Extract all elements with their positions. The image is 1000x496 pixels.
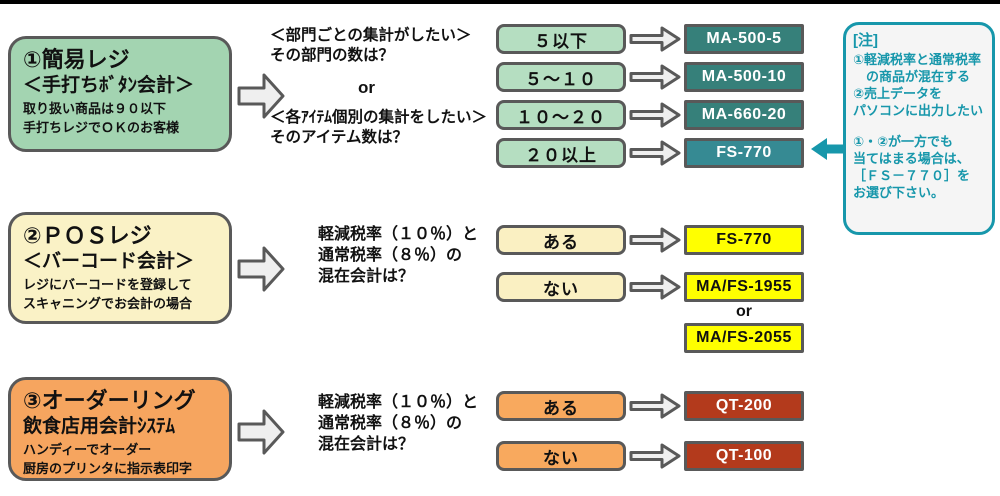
category-desc-line: 取り扱い商品は９０以下 [23,101,167,116]
note-line: 当てはまる場合は、 [853,151,970,166]
model-box: MA/FS-1955 [684,272,804,302]
option-box: ない [496,272,626,302]
category-subtitle: ＜手打ちﾎﾞﾀﾝ会計＞ [23,75,195,96]
question-line: 混在会計は？ [318,268,415,285]
or-label: or [736,303,752,320]
category-title: ①簡易レジ [23,47,130,72]
category-desc-line: スキャニングでお会計の場合 [23,296,193,311]
option-box: ２０以上 [496,138,626,168]
category-subtitle: ＜バーコード会計＞ [23,251,195,272]
category-desc-line: レジにバーコードを登録して [23,277,192,292]
question-line: ＜各ｱｲﾃﾑ個別の集計をしたい＞ [270,109,488,126]
category-desc-line: 手打ちレジでＯＫのお客様 [23,120,180,135]
question-line: 軽減税率（１０％）と [318,394,479,411]
note-pointer-icon [810,136,846,162]
category-title: ②ＰＯＳレジ [23,223,152,248]
category-box-pos-register: ②ＰＯＳレジ ＜バーコード会計＞ レジにバーコードを登録して スキャニングでお会… [8,212,232,324]
model-box: MA-500-5 [684,24,804,54]
question-block: 軽減税率（１０％）と 通常税率（８％）の 混在会計は？ [318,224,538,287]
flow-arrow-icon [237,243,285,295]
note-title: [注] [853,32,878,49]
note-line: の商品が混在する [853,69,971,84]
flow-arrow-icon [237,70,285,122]
flow-arrow-icon [237,406,285,458]
question-block: 軽減税率（１０％）と 通常税率（８％）の 混在会計は？ [318,392,538,455]
question-line: 軽減税率（１０％）と [318,226,479,243]
category-title: ③オーダーリング [23,388,196,413]
branch-arrow-icon [629,101,681,129]
note-line: お選び下さい。 [853,185,945,200]
note-line: ［ＦＳ－７７０］を [853,168,971,183]
note-line: ②売上データを [853,86,943,101]
category-desc-line: ハンディーでオーダー [23,442,152,457]
branch-arrow-icon [629,442,681,470]
model-box: QT-200 [684,391,804,421]
option-box: ある [496,225,626,255]
model-box: MA-660-20 [684,100,804,130]
question-line: ＜部門ごとの集計がしたい＞ [270,27,472,44]
question-line: その部門の数は？ [270,47,395,64]
option-box: ５以下 [496,24,626,54]
option-box: １０～２０ [496,100,626,130]
branch-arrow-icon [629,25,681,53]
model-box: MA-500-10 [684,62,804,92]
category-desc-line: 厨房のプリンタに指示表印字 [23,461,193,476]
branch-arrow-icon [629,139,681,167]
model-box: QT-100 [684,441,804,471]
option-box: ある [496,391,626,421]
question-line: 通常税率（８％）の [318,247,463,264]
question-line: 通常税率（８％）の [318,415,463,432]
note-line: パソコンに出力したい [853,103,984,118]
top-border-bar [0,0,1000,4]
model-box: FS-770 [684,225,804,255]
category-box-simple-register: ①簡易レジ ＜手打ちﾎﾞﾀﾝ会計＞ 取り扱い商品は９０以下 手打ちレジでＯＫのお… [8,36,232,152]
category-box-ordering-system: ③オーダーリング 飲食店用会計ｼｽﾃﾑ ハンディーでオーダー 厨房のプリンタに指… [8,377,232,481]
note-box: [注] ①軽減税率と通常税率 の商品が混在する ②売上データを パソコンに出力し… [843,22,995,235]
note-line: ①・②が一方でも [853,134,954,149]
or-label: or [358,78,375,97]
model-box-fs770: FS-770 [684,138,804,168]
question-line: 混在会計は？ [318,436,415,453]
branch-arrow-icon [629,273,681,301]
category-subtitle: 飲食店用会計ｼｽﾃﾑ [23,416,176,437]
question-block: ＜部門ごとの集計がしたい＞ その部門の数は？ or ＜各ｱｲﾃﾑ個別の集計をした… [270,26,505,148]
option-box: ５～１０ [496,62,626,92]
branch-arrow-icon [629,63,681,91]
note-line: ①軽減税率と通常税率 [853,52,982,67]
question-line: そのアイテム数は？ [270,129,408,146]
model-box: MA/FS-2055 [684,323,804,353]
branch-arrow-icon [629,226,681,254]
branch-arrow-icon [629,392,681,420]
option-box: ない [496,441,626,471]
